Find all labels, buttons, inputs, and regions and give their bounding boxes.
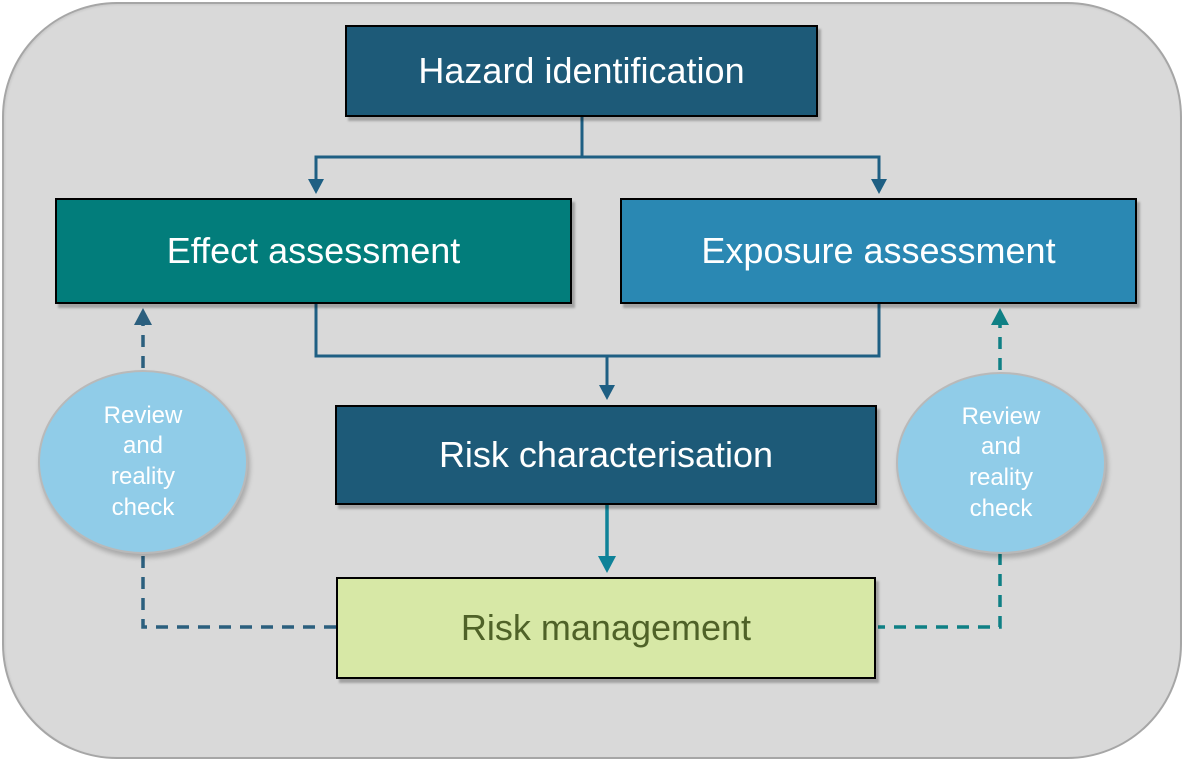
review-right-line: Review bbox=[961, 402, 1041, 430]
node-exposure-assessment-label: Exposure assessment bbox=[701, 230, 1056, 272]
node-review-reality-check-right: Review and reality check bbox=[896, 372, 1106, 554]
node-risk-characterisation: Risk characterisation bbox=[335, 405, 877, 505]
node-risk-management-label: Risk management bbox=[460, 607, 752, 649]
review-left-line: Review bbox=[103, 401, 183, 429]
review-right-line: and bbox=[980, 433, 1022, 461]
review-right-line: reality bbox=[968, 464, 1034, 491]
node-hazard-identification: Hazard identification bbox=[345, 25, 818, 117]
node-effect-assessment-label: Effect assessment bbox=[166, 230, 461, 272]
review-left-line: reality bbox=[110, 463, 176, 490]
review-left-line: and bbox=[122, 432, 164, 460]
node-review-reality-check-left: Review and reality check bbox=[38, 370, 248, 554]
review-left-line: check bbox=[111, 493, 175, 521]
node-effect-assessment: Effect assessment bbox=[55, 198, 572, 304]
node-risk-characterisation-label: Risk characterisation bbox=[438, 434, 774, 476]
node-risk-management: Risk management bbox=[336, 577, 876, 679]
node-hazard-identification-label: Hazard identification bbox=[418, 50, 745, 92]
node-exposure-assessment: Exposure assessment bbox=[620, 198, 1137, 304]
review-right-line: check bbox=[969, 494, 1033, 522]
